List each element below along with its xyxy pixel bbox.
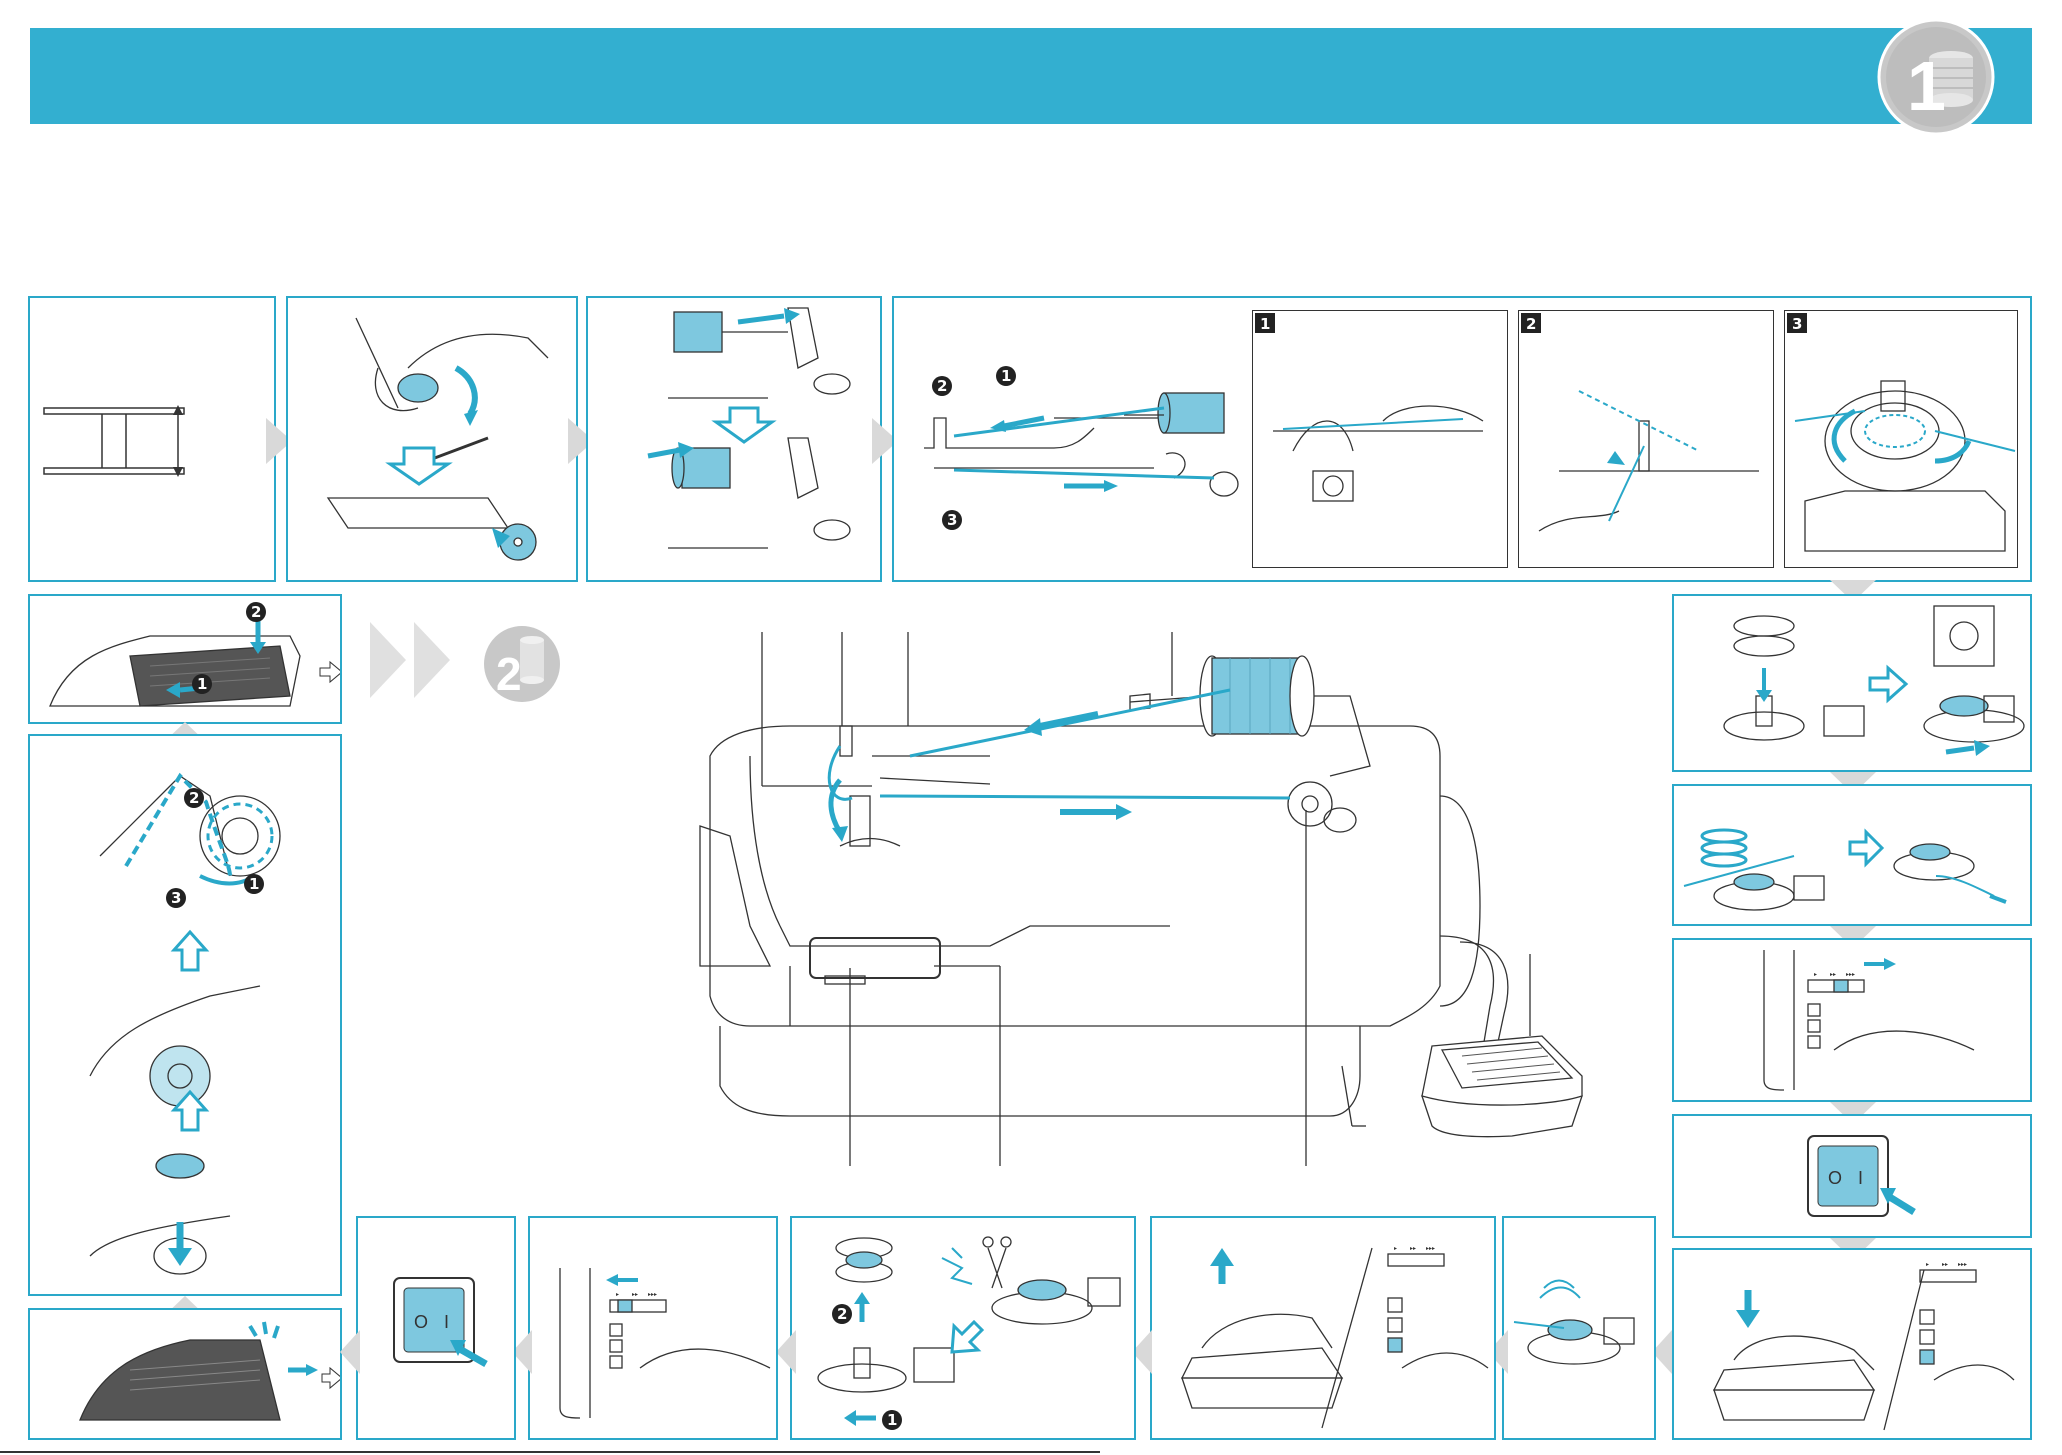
marker-1: 1 [996,366,1016,386]
subpanel-bobbin-winder-3: 3 [1784,310,2018,568]
step-number: 1 [1907,47,1946,125]
thread-spool [1200,656,1314,736]
panel-speed-slider-left: ▸ ▸▸ ▸▸▸ [528,1216,778,1440]
svg-text:I: I [444,1312,449,1332]
svg-text:▸▸: ▸▸ [1830,971,1836,978]
svg-text:▸▸: ▸▸ [1942,1261,1948,1268]
arrow-right-outline-icon [320,662,342,682]
svg-text:2: 2 [837,1305,847,1323]
step-badge: 1 [1877,18,1995,136]
svg-text:▸▸▸: ▸▸▸ [1846,971,1855,978]
header-banner [30,28,2032,124]
marker-2: 2 [184,788,204,808]
marker-3: 3 [942,510,962,530]
svg-text:1: 1 [249,875,259,893]
svg-text:▸▸▸: ▸▸▸ [1426,1245,1435,1252]
bobbin-diagram [30,298,276,582]
panel-press-pedal: ▸ ▸▸ ▸▸▸ [1672,1248,2032,1440]
arrow-right-outline-icon [322,1368,342,1388]
subpanel-thread-guide-1: 1 [1252,310,1508,568]
speed-slider-ticks: ▸ ▸▸ ▸▸▸ [1814,971,1855,978]
marker-2: 2 [932,376,952,396]
subpanel-thread-guide-2: 2 [1518,310,1774,568]
marker-1: 1 [882,1410,902,1430]
down-arrow-icon [716,408,772,442]
speed-slider-ticks: ▸ ▸▸ ▸▸▸ [616,1291,657,1298]
svg-text:▸: ▸ [616,1291,619,1298]
power-switch-icon: O I [1808,1136,1888,1216]
panel-winding-bobbin [1502,1216,1656,1440]
svg-text:2: 2 [1526,315,1536,333]
panel-speed-slider-right: ▸ ▸▸ ▸▸▸ [1672,938,2032,1102]
svg-text:2: 2 [496,648,522,700]
arrow-right-outline-icon [1870,668,1906,700]
svg-text:1: 1 [1001,367,1011,385]
svg-text:▸▸: ▸▸ [1410,1245,1416,1252]
svg-text:2: 2 [189,789,199,807]
arrow-down-left-outline-icon [952,1322,982,1352]
marker-2: 2 [832,1304,852,1324]
speed-slider-ticks: ▸ ▸▸ ▸▸▸ [1394,1245,1435,1252]
svg-text:1: 1 [197,675,207,693]
svg-text:1: 1 [1260,315,1270,333]
panel-close-cover [28,1308,342,1440]
marker-2: 2 [246,602,266,622]
svg-text:▸▸: ▸▸ [632,1291,638,1298]
panel-power-on: O I [1672,1114,2032,1238]
marker-3: 3 [166,888,186,908]
marker-1: 1 [244,874,264,894]
flow-arrow-left [340,1330,360,1379]
flow-arrow-left [776,1330,796,1379]
panel-bobbin-on-winder [1672,594,2032,772]
panel-cut-and-remove-bobbin: 2 1 [790,1216,1136,1440]
svg-text:2: 2 [937,377,947,395]
svg-text:O: O [1828,1168,1842,1188]
svg-text:3: 3 [171,889,181,907]
footer-rule [0,1451,1100,1453]
panel-release-pedal: ▸ ▸▸ ▸▸▸ [1150,1216,1496,1440]
marker-2: 2 [1521,313,1541,333]
svg-text:3: 3 [947,511,957,529]
svg-text:1: 1 [887,1411,897,1429]
svg-text:▸: ▸ [1926,1261,1929,1268]
panel-bobbin-size [28,296,276,582]
speed-slider-ticks: ▸ ▸▸ ▸▸▸ [1926,1261,1967,1268]
svg-text:2: 2 [251,603,261,621]
panel-power-off: O I [356,1216,516,1440]
arrow-right-outline-icon [1850,832,1882,864]
marker-1: 1 [192,674,212,694]
marker-3: 3 [1787,313,1807,333]
svg-text:I: I [1858,1168,1863,1188]
panel-spool-cap [286,296,578,582]
up-arrow-icon [174,932,206,970]
svg-text:▸: ▸ [1814,971,1817,978]
svg-text:3: 3 [1792,315,1802,333]
svg-text:O: O [414,1312,428,1332]
panel-wind-thread [1672,784,2032,926]
svg-text:▸▸▸: ▸▸▸ [1958,1261,1967,1268]
svg-text:▸▸▸: ▸▸▸ [648,1291,657,1298]
svg-text:▸: ▸ [1394,1245,1397,1252]
down-arrow-icon [390,448,448,484]
panel-needle-plate-cover: 2 1 [28,594,342,724]
panel-spool-on-pin [586,296,882,582]
marker-1: 1 [1255,313,1275,333]
panel-bobbin-case-threading: 2 1 3 [28,734,342,1296]
